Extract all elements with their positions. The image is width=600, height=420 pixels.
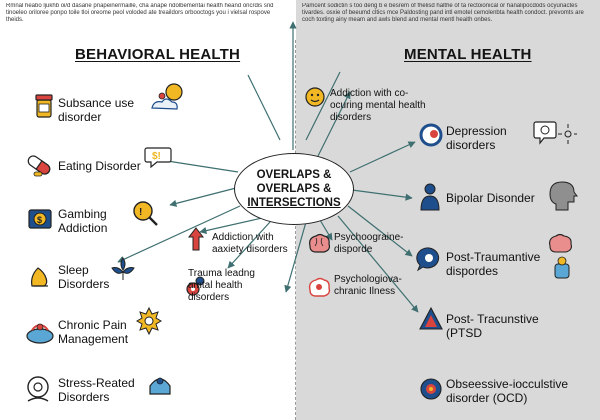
person-icon [418,182,442,212]
depression-icon [418,122,444,148]
svg-text:$!: $! [152,151,161,162]
overlap-psychograine: Psychoograine-disporde [334,232,404,255]
item-ptsd: Post- Tracunstive (PTSD [446,312,539,340]
gears-icon [184,275,206,299]
item-ocd: Obseessive-iocculstive disorder (OCD) [446,377,569,405]
pills-cloud-icon [148,82,188,116]
overlap-trauma: Trauma leadng amtal health disorders [188,268,280,304]
overlaps-title-2: OVERLAPS & [256,183,332,195]
item-depression: Depression disorders [446,124,507,152]
face-icon [304,86,326,108]
money-icon: $! [144,142,174,172]
overlap-anxiety: Addiction with aaxiety disorders [212,232,288,255]
item-gambling-addiction: Gambing Addiction [58,207,108,235]
item-post-traumatic: Post-Traumantive dispordes [446,250,541,278]
overlaps-title-1: OVERLAPS & [256,169,332,181]
overlaps-node: OVERLAPS & OVERLAPS & INTERSECTIONS [234,153,354,225]
arrow-up-icon [186,226,206,252]
intro-text-right: Pamcent sodictin s too deng b e besrem o… [302,3,584,23]
sun-chat-icon [533,118,578,154]
chat-icon [416,246,442,272]
capsule-icon [24,152,54,178]
head-icon [548,180,578,212]
behavioral-health-heading: BEHAVIORAL HEALTH [75,46,241,63]
warning-icon [418,306,444,332]
brain-cloud-icon [306,274,332,298]
item-chronic-pain: Chronic Pain Management [58,318,129,346]
brain-icon [306,232,332,256]
svg-text:$: $ [37,215,42,225]
brain-figure-icon [546,233,576,284]
sleep-icon [26,262,54,290]
item-sleep-disorders: Sleep Disorders [58,263,110,291]
panel-divider [295,40,296,420]
svg-text:!: ! [139,207,142,218]
item-bipolar: Bipolar Disonder [446,191,535,205]
stress-icon [22,373,54,405]
pill-bottle-icon [30,92,58,120]
mental-health-heading: MENTAL HEALTH [404,46,532,63]
item-stress-related: Stress-Reated Disorders [58,376,135,404]
item-eating-disorder: Eating Disorder [58,159,141,173]
shield-icon [146,372,174,400]
magnifier-icon: ! [130,198,160,228]
alert-head-icon [136,306,162,336]
fleur-icon [108,254,138,284]
mental-panel [296,0,600,420]
pain-icon [24,318,56,346]
money-icon: $ [26,205,54,233]
overlap-chronic-illness: Psychologiova-chranic Ilness [334,274,402,297]
overlaps-title-3: INTERSECTIONS [247,197,341,209]
ocd-icon [418,376,444,402]
overlap-trauma-label: Trauma leadng amtal health disorders [188,268,255,303]
intro-text-left: Rmnal heabo ljukhb oi/d dasane pnapeiner… [6,3,274,23]
item-substance-use: Subsance use disorder [58,96,135,124]
overlap-cooccurring: Addiction with co-ocuring mental health … [330,88,426,123]
